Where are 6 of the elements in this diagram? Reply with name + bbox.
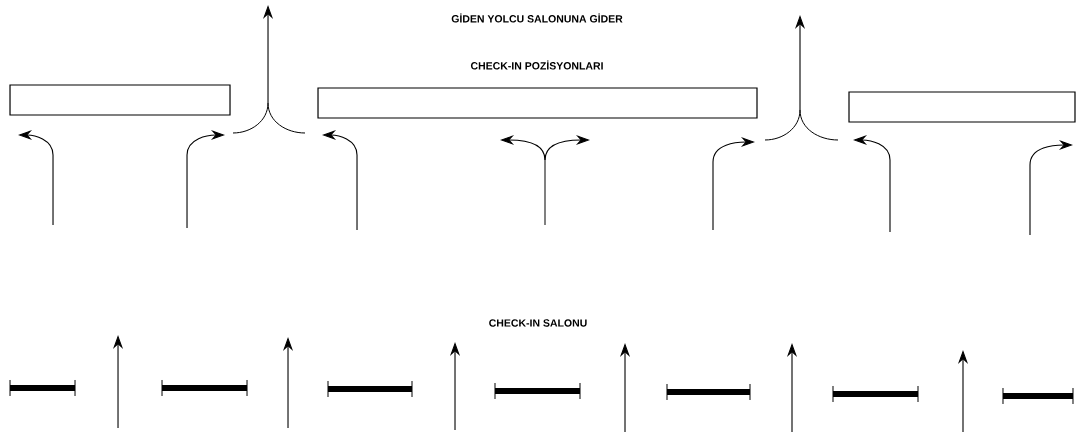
counter-box xyxy=(848,91,1076,123)
counter-box xyxy=(317,87,758,119)
label: GİDEN YOLCU SALONUNA GİDER xyxy=(451,13,623,23)
counter-box xyxy=(9,84,231,116)
label: CHECK-IN SALONU xyxy=(489,319,587,327)
label: CHECK-IN POZİSYONLARI xyxy=(470,60,603,70)
